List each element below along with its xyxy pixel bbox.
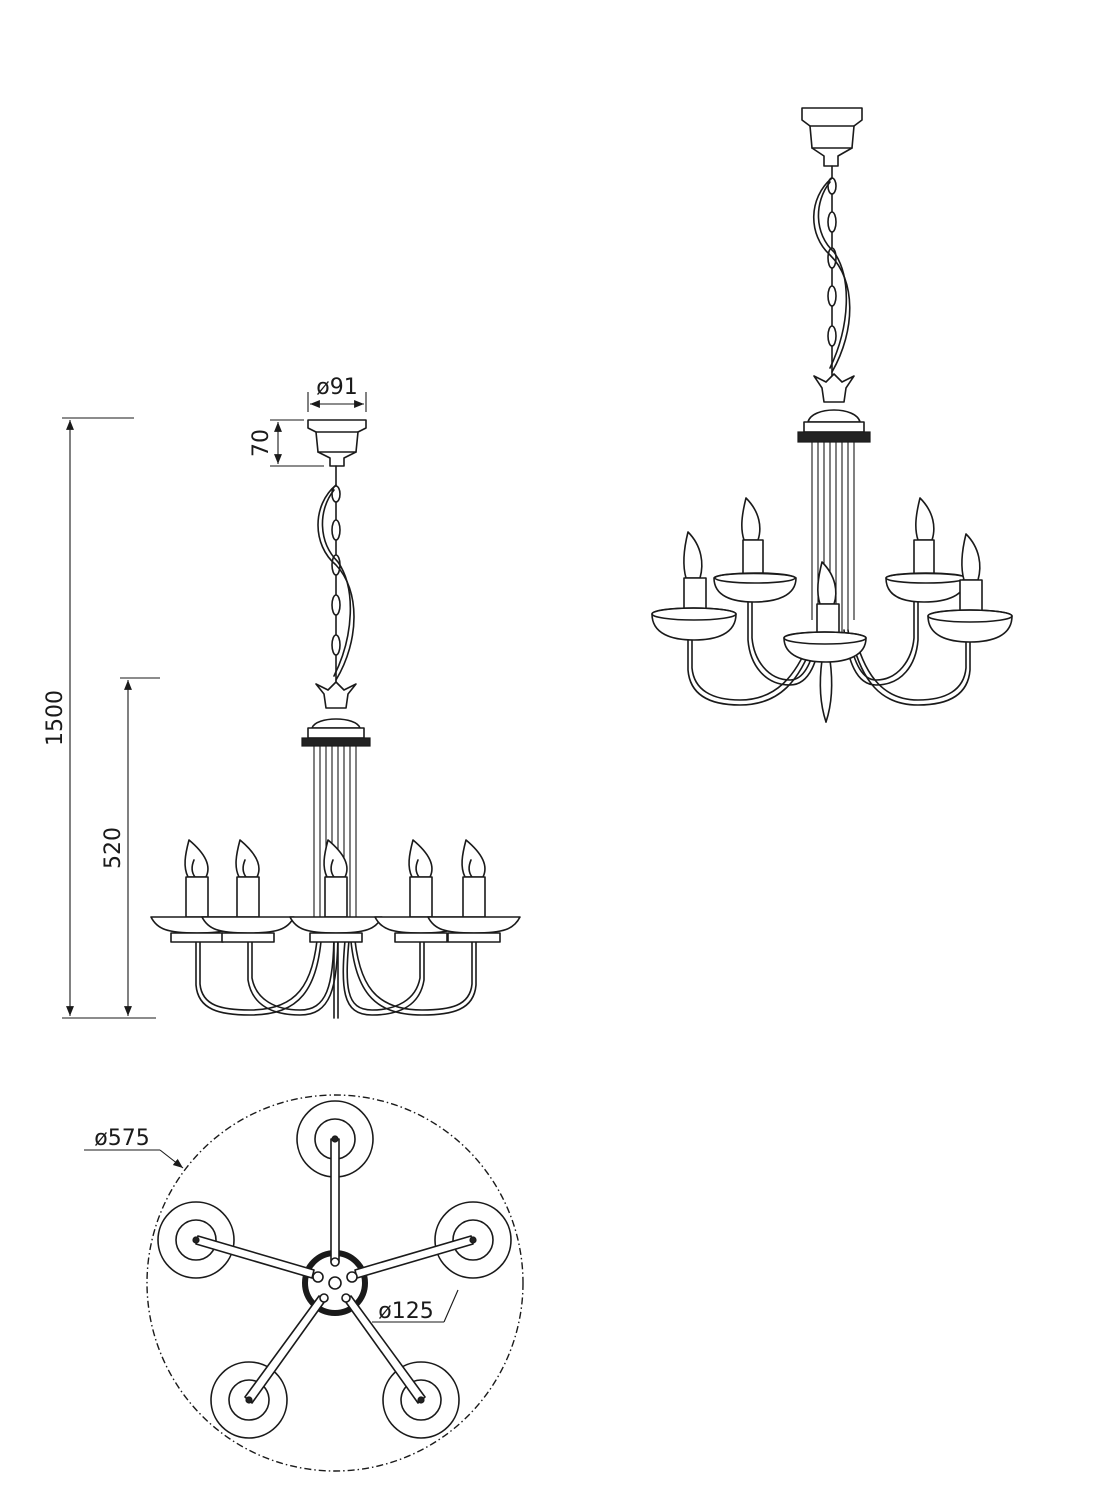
persp-chain — [812, 165, 851, 377]
persp-candle-back-left — [713, 497, 797, 603]
top-leaders — [84, 1149, 459, 1323]
persp-crown — [813, 373, 855, 403]
front-chain — [317, 465, 355, 691]
front-candle-5 — [427, 839, 521, 943]
span-outline — [146, 1094, 524, 1472]
front-canopy — [307, 419, 367, 467]
persp-canopy — [801, 107, 863, 167]
label-body-height: 520 — [101, 827, 126, 869]
persp-candle-right — [927, 533, 1013, 643]
top-cups — [157, 1100, 512, 1439]
label-canopy-height: 70 — [249, 429, 274, 457]
dimension-lines — [62, 392, 367, 1019]
label-canopy-diameter: ø91 — [316, 375, 357, 400]
persp-candle-back-right — [885, 497, 967, 603]
hub-center — [328, 1276, 342, 1290]
top-spokes — [192, 1135, 477, 1404]
front-candle-3 — [289, 839, 383, 943]
front-view — [150, 419, 521, 1019]
label-span-diameter: ø575 — [94, 1126, 149, 1151]
label-total-height: 1500 — [43, 690, 68, 746]
front-body-cap — [301, 718, 371, 747]
front-arms — [195, 929, 477, 1019]
persp-body-cap — [797, 409, 871, 443]
persp-candle-front — [783, 561, 867, 663]
front-candle-2 — [201, 839, 295, 943]
persp-arms — [687, 599, 971, 723]
label-hub-diameter: ø125 — [378, 1299, 433, 1324]
perspective-view — [651, 107, 1013, 723]
persp-candle-left — [651, 531, 737, 641]
front-crown — [315, 681, 357, 709]
top-view — [84, 1094, 524, 1472]
